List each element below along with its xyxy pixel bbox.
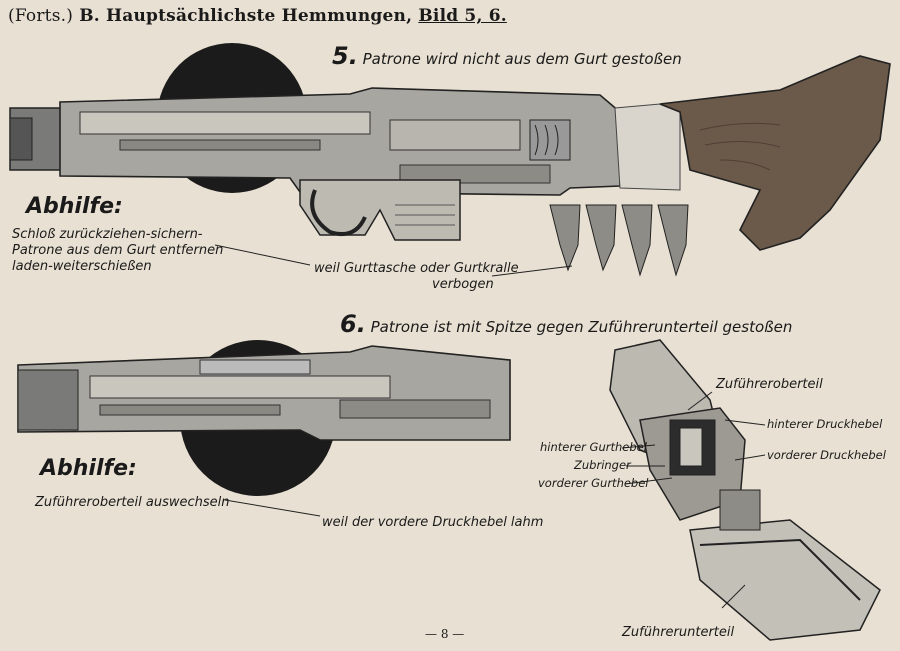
label-zubringer: Zubringer: [574, 458, 631, 472]
label-vorderer-gurthebel: vorderer Gurthebel: [538, 476, 649, 490]
label-hinterer-gurthebel: hinterer Gurthebel: [540, 440, 647, 454]
fig6-abhilfe-heading: Abhilfe:: [40, 456, 137, 481]
fig5-remedy-line-1: Schloß zurückziehen-sichern-: [12, 227, 203, 242]
fig6-remedy: Zuführeroberteil auswechseln: [35, 495, 230, 510]
figure6-feed-mechanism: [609, 339, 881, 641]
fig5-trigger-group: [299, 179, 461, 241]
fig6-title: Patrone ist mit Spitze gegen Zuführerunt…: [370, 318, 793, 336]
figure6-gun-illustration: [17, 340, 511, 517]
label-hinterer-druckhebel: hinterer Druckhebel: [767, 417, 883, 431]
fig5-reason-line-2: verbogen: [432, 277, 494, 292]
fig5-stock: [659, 55, 891, 251]
zufuehrerunterteil-part: [689, 519, 881, 641]
fig6-reason: weil der vordere Druckhebel lahm: [322, 515, 544, 530]
fig5-number: 5.: [332, 42, 358, 70]
fig5-abhilfe-heading: Abhilfe:: [26, 194, 123, 219]
fig5-title: Patrone wird nicht aus dem Gurt gestoßen: [362, 50, 682, 68]
fig5-remedy-line-3: laden-weiterschießen: [12, 259, 152, 274]
header-forts: (Forts.): [8, 6, 74, 26]
page-number: — 8 —: [425, 627, 465, 641]
fig6-title-block: 6. Patrone ist mit Spitze gegen Zuführer…: [340, 312, 792, 336]
label-zufuehrerunterteil: Zuführerunterteil: [622, 625, 735, 640]
header-title: B. Hauptsächlichste Hemmungen,: [79, 6, 413, 26]
page-header: (Forts.) B. Hauptsächlichste Hemmungen, …: [8, 6, 507, 26]
label-zufuehreroberteil: Zuführeroberteil: [716, 377, 823, 392]
header-bild: Bild 5, 6.: [418, 6, 507, 26]
fig6-number: 6.: [340, 310, 366, 338]
figure5-gun-illustration: [9, 43, 891, 277]
fig5-reason-line-1: weil Gurttasche oder Gurtkralle: [314, 261, 519, 276]
label-vorderer-druckhebel: vorderer Druckhebel: [767, 448, 886, 462]
fig5-remedy-line-2: Patrone aus dem Gurt entfernen: [12, 243, 224, 258]
fig5-belt-links: [549, 204, 689, 277]
fig5-title-block: 5. Patrone wird nicht aus dem Gurt gesto…: [332, 44, 682, 68]
